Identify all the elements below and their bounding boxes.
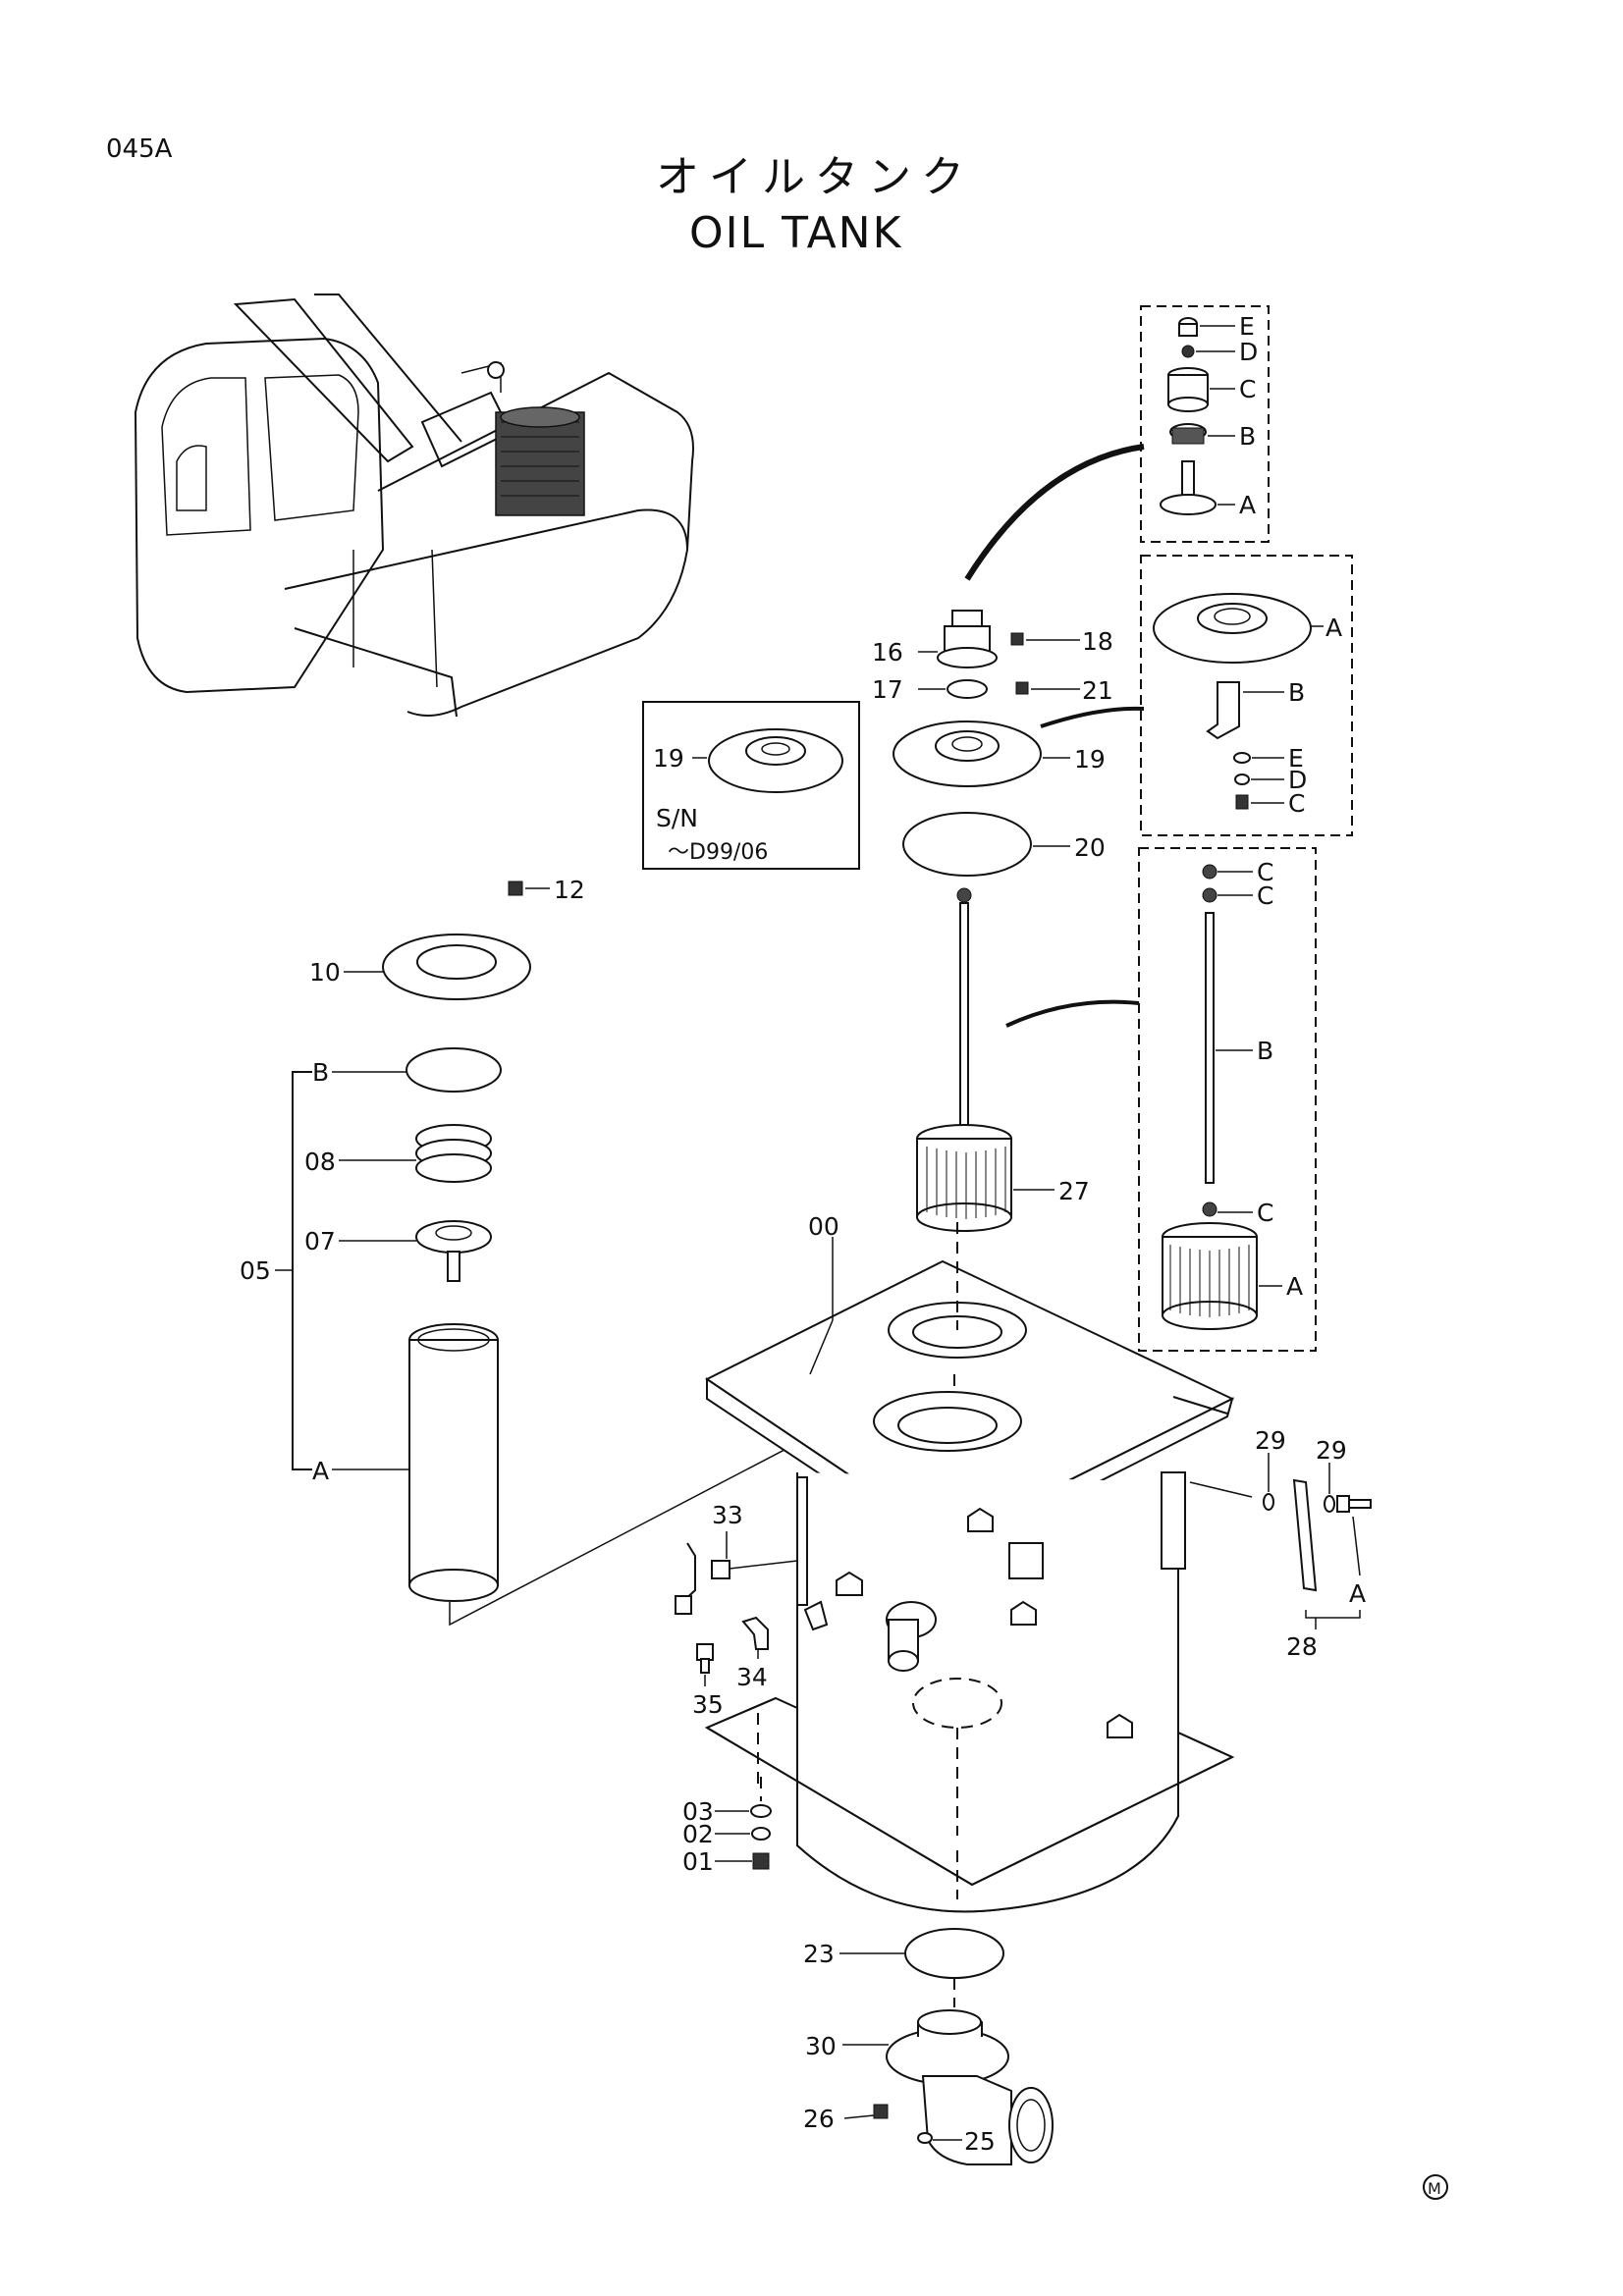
side-bracket-28-29: 29 29 A 28 [1189,1426,1372,1661]
callout-08: 08 [304,1148,336,1176]
callout-35: 35 [692,1690,724,1719]
cover-detail-frame [1140,555,1353,836]
cover-letter-a: A [1325,614,1342,642]
pointer-curve-cap [964,444,1145,581]
callout-02: 02 [682,1820,714,1848]
cap-letter-d: D [1239,338,1258,366]
pointer-curve-cover [1040,706,1145,728]
pointer-curve-strainer [1005,999,1140,1028]
cover-letter-c: C [1288,789,1305,818]
callout-26: 26 [803,2105,835,2133]
cap-letter-b: B [1239,422,1256,451]
strainer-letter-c1: C [1257,858,1273,886]
callout-05: 05 [240,1256,271,1285]
title-japanese: オイルタンク [656,152,974,202]
strainer-assembly-detail: C C B C A [1138,847,1317,1352]
callout-12: 12 [554,876,585,904]
serial-value: ～D99/06 [668,840,768,865]
callout-27: 27 [1058,1177,1090,1205]
callout-17: 17 [872,675,903,704]
callout-01: 01 [682,1847,714,1876]
callout-20: 20 [1074,833,1106,862]
main-tank-body: 00 [704,1212,1235,1913]
corner-mark-circle [1423,2174,1448,2200]
callout-25: 25 [964,2127,996,2156]
serial-label: S/N [656,804,698,832]
group-letter-a: A [312,1457,329,1485]
corner-mark: M [1428,2179,1441,2198]
callout-00: 00 [808,1212,839,1241]
callout-29-left: 29 [1255,1426,1286,1455]
page-code: 045A [106,134,173,164]
cover-letter-e: E [1288,744,1304,773]
bracket-letter-a: A [1349,1579,1366,1608]
strainer-letter-c2: C [1257,881,1273,910]
callout-23: 23 [803,1940,835,1968]
strainer-letter-c3: C [1257,1199,1273,1227]
suction-port-assembly: 23 30 25 26 [803,1928,1054,2165]
serial-number-inset: 19 S/N ～D99/06 [642,701,860,870]
cover-letter-d: D [1288,766,1307,794]
filter-cover-group: 12 10 B 08 07 A 05 [240,876,585,1602]
callout-33: 33 [712,1501,743,1529]
strainer-letter-b: B [1257,1037,1273,1065]
tank-cap-stack: 16 18 17 21 19 20 [872,610,1113,877]
callout-28: 28 [1286,1632,1318,1661]
callout-03: 03 [682,1797,714,1826]
callout-10: 10 [309,958,341,987]
serial-inset-callout-19: 19 [653,744,684,773]
cap-letter-a: A [1239,491,1256,519]
cap-detail-frame [1140,305,1270,543]
cover-assembly-detail: A B E D C [1140,555,1353,836]
rod-and-strainer-27: 27 [916,887,1090,1232]
callout-29-right: 29 [1316,1436,1347,1465]
group-letter-b: B [312,1058,329,1087]
cover-letter-b: B [1288,678,1305,707]
title-english: OIL TANK [689,208,902,258]
cap-assembly-detail: E D C B A [1140,305,1270,543]
strainer-letter-a: A [1286,1272,1303,1301]
callout-30: 30 [805,2032,837,2060]
cap-letter-e: E [1239,312,1255,341]
callout-34: 34 [736,1663,768,1691]
callout-16: 16 [872,638,903,667]
callout-19: 19 [1074,745,1106,774]
callout-18: 18 [1082,627,1113,656]
cap-letter-c: C [1239,375,1256,403]
sensor-bracket-parts: 33 34 35 [675,1501,829,1719]
excavator-overview-sketch [134,294,694,718]
base-fasteners: 03 02 01 [682,1777,772,1876]
strainer-detail-frame [1138,847,1317,1352]
callout-07: 07 [304,1227,336,1255]
callout-21: 21 [1082,676,1113,705]
